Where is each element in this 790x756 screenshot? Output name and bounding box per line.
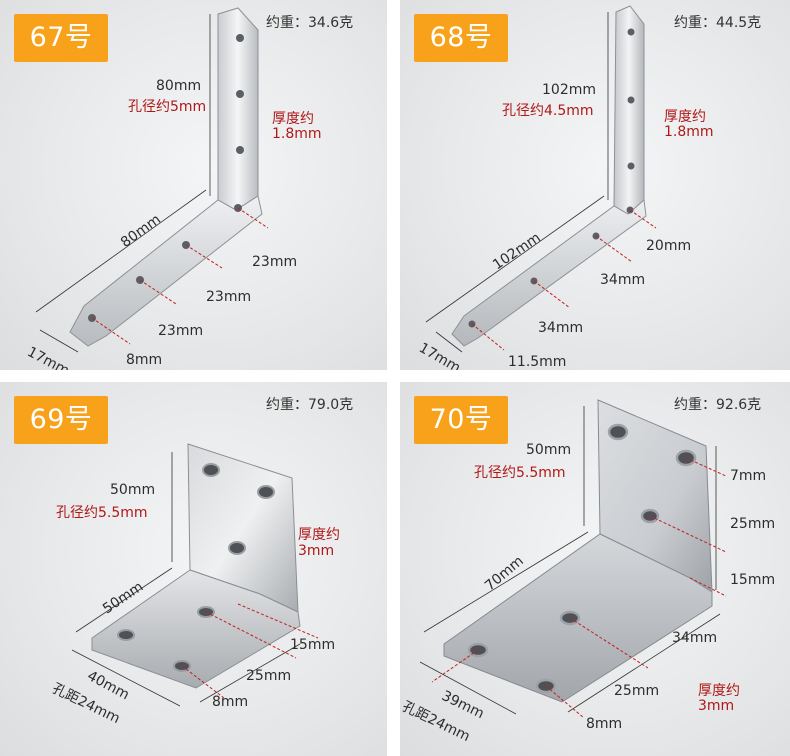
hole-spacing-2: 23mm [206,289,252,305]
hole-diameter-label: 孔径约4.5mm [502,103,594,119]
bracket-67-illustration [35,7,269,353]
hole-diameter-label: 孔径约5.5mm [56,505,148,521]
hole-spacing-1: 23mm [252,254,298,270]
bracket-holes [117,463,275,672]
hole-spacing-1: 34mm [672,630,718,646]
thickness-label: 厚度约 [664,109,706,125]
model-badge: 68号 [414,14,508,62]
product-panel-70: 70号 约重：92.6克 50mm 孔径约5.5mm 7mm 25mm 15mm… [400,382,790,756]
bracket-68-illustration [425,5,657,353]
top-spacing-3: 15mm [730,572,776,588]
hole-spacing-1: 20mm [646,238,692,254]
model-badge: 69号 [14,396,108,444]
hole-spacing-2: 25mm [246,668,292,684]
thickness-value: 3mm [298,543,335,559]
thickness-label: 厚度约 [298,527,340,543]
hole-diameter-label: 孔径约5.5mm [474,465,566,481]
model-badge: 67号 [14,14,108,62]
bracket-69-illustration [71,443,319,707]
model-badge: 70号 [414,396,508,444]
height-dimension: 50mm [526,442,572,458]
bracket-horizontal-leg [69,195,263,347]
height-dimension: 80mm [156,78,202,94]
top-spacing-2: 25mm [730,516,776,532]
hole-spacing-2: 34mm [600,272,646,288]
thickness-label: 厚度约 [272,111,314,127]
height-dimension: 50mm [110,482,156,498]
edge-distance: 8mm [126,352,163,368]
hole-diameter-label: 孔径约5mm [128,99,207,115]
thickness-value: 3mm [698,698,735,714]
edge-distance: 8mm [586,716,623,732]
thickness-value: 1.8mm [272,126,322,142]
hole-spacing-2: 25mm [614,683,660,699]
bracket-70-illustration [419,399,727,719]
hole-spacing-1: 15mm [290,637,336,653]
product-panel-69: 69号 约重：79.0克 50mm 孔径约5.5mm 厚度约 3mm 50mm … [0,382,387,756]
edge-distance: 11.5mm [508,354,567,370]
bracket-vertical-leg [613,5,645,215]
product-panel-67: 67号 约重：34.6克 80mm 孔径约5mm 厚度约 1.8mm 80mm … [0,0,387,370]
weight-label: 约重：34.6克 [266,15,354,31]
bracket-horizontal-leg [91,569,301,689]
hole-spacing-3: 23mm [158,323,204,339]
edge-distance: 8mm [212,694,249,710]
weight-label: 约重：44.5克 [674,15,762,31]
hole-spacing-3: 34mm [538,320,584,336]
thickness-value: 1.8mm [664,124,714,140]
top-spacing-1: 7mm [730,468,767,484]
height-dimension: 102mm [542,82,596,98]
thickness-label: 厚度约 [698,683,740,699]
weight-label: 约重：79.0克 [266,397,354,413]
weight-label: 约重：92.6克 [674,397,762,413]
product-panel-68: 68号 约重：44.5克 102mm 孔径约4.5mm 厚度约 1.8mm 10… [400,0,790,370]
